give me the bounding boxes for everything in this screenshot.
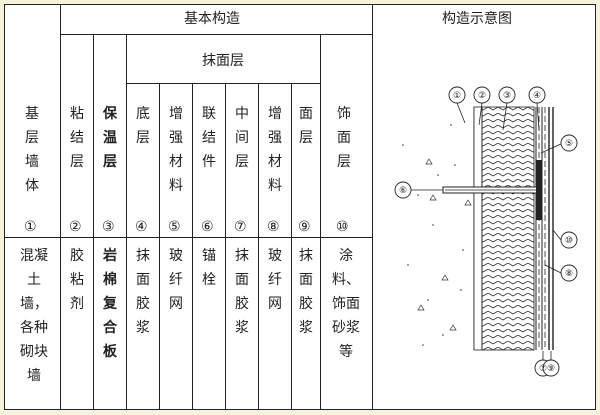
col-line-8 <box>291 83 292 410</box>
plaster-layer-title: 抹面层 <box>202 53 244 69</box>
col-name-6: 联结件 <box>202 106 216 170</box>
col-num-5: ⑤ <box>168 219 181 235</box>
row-divider <box>4 237 372 238</box>
col-num-1: ① <box>24 219 37 235</box>
col-num-2: ② <box>69 219 82 235</box>
diagram-label-1: ① <box>453 91 461 101</box>
col-name-3: 保温层 <box>103 106 117 170</box>
header-divider <box>60 34 372 35</box>
col-name-2: 粘结层 <box>70 106 84 170</box>
structure-table: 基本构造 构造示意图 抹面层 基层墙体 粘结层 保温层 底层 增强材料 联结件 … <box>4 4 596 410</box>
diagram-label-4: ④ <box>533 91 541 101</box>
col-name-7: 中间层 <box>235 106 249 170</box>
col-line-3 <box>126 34 127 410</box>
col-name-10: 饰面层 <box>337 106 351 170</box>
material-1: 混凝土墙，各种砌块墙 <box>20 248 48 384</box>
diagram-label-3: ③ <box>503 91 511 101</box>
col-name-5: 增强材料 <box>169 106 183 194</box>
diagram-label-2: ② <box>478 91 486 101</box>
material-8: 玻纤网 <box>268 248 282 312</box>
plaster-divider <box>126 83 320 84</box>
anchor-plate <box>536 160 542 220</box>
leader-1 <box>456 102 466 124</box>
leader-10 <box>552 229 562 241</box>
col-name-1: 基层墙体 <box>25 106 39 194</box>
col-name-9: 面层 <box>299 106 313 146</box>
leader-4 <box>536 102 540 131</box>
material-3: 岩棉复合板 <box>103 248 117 360</box>
col-num-10: ⑩ <box>336 219 349 235</box>
basic-structure-title: 基本构造 <box>184 11 240 27</box>
construction-diagram: ① ② ③ ④ ⑤ ⑥ ⑩ ⑧ ⑦ ⑨ <box>394 86 578 377</box>
col-name-8: 增强材料 <box>268 106 282 194</box>
material-7: 抹面胶浆 <box>235 248 249 336</box>
diagram-label-10: ⑩ <box>565 236 573 246</box>
leader-3 <box>502 102 508 131</box>
insulation-layer <box>481 106 535 351</box>
material-4: 抹面胶浆 <box>136 248 150 336</box>
col-num-3: ③ <box>102 219 115 235</box>
col-line-7 <box>258 83 259 410</box>
diagram-label-5: ⑤ <box>565 139 573 149</box>
leader-2 <box>478 102 483 126</box>
material-2: 胶粘剂 <box>70 248 84 312</box>
material-5: 玻纤网 <box>169 248 183 312</box>
material-9: 抹面胶浆 <box>299 248 313 336</box>
diagram-label-8: ⑧ <box>565 269 573 279</box>
table-border-bottom <box>4 409 596 410</box>
col-num-6: ⑥ <box>201 219 214 235</box>
col-num-8: ⑧ <box>267 219 280 235</box>
table-border-right <box>595 4 596 410</box>
col-line-6 <box>225 83 226 410</box>
diagram-label-7: ⑦ <box>539 364 547 374</box>
col-num-7: ⑦ <box>234 219 247 235</box>
diagram-label-6: ⑥ <box>399 186 407 196</box>
col-line-9 <box>320 34 321 410</box>
col-line-4 <box>159 83 160 410</box>
table-border-top <box>4 4 596 5</box>
col-line-10 <box>372 4 373 410</box>
col-line-1 <box>60 4 61 410</box>
diagram-title: 构造示意图 <box>442 11 512 27</box>
col-num-9: ⑨ <box>298 219 311 235</box>
col-line-5 <box>192 83 193 410</box>
col-name-4: 底层 <box>136 106 150 146</box>
material-10: 涂料、饰面砂浆等 <box>332 248 360 360</box>
col-line-2 <box>93 34 94 410</box>
material-6: 锚栓 <box>202 248 216 288</box>
leader-5 <box>540 142 564 154</box>
diagram-label-9: ⑨ <box>547 364 555 374</box>
table-border-left <box>4 4 5 410</box>
col-num-4: ④ <box>135 219 148 235</box>
leader-8 <box>544 264 562 274</box>
adhesive-layer <box>473 106 483 351</box>
concrete-dots <box>402 124 472 346</box>
